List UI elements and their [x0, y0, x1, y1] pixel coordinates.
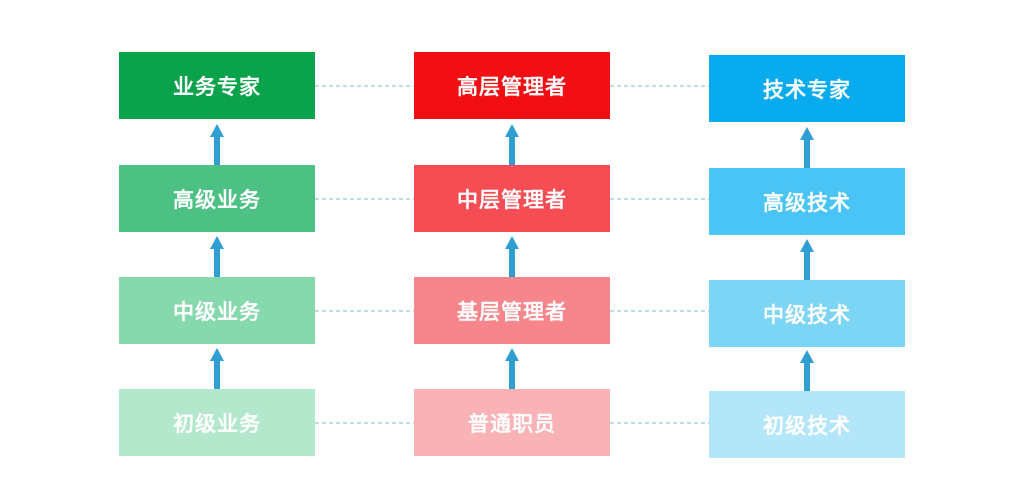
up-arrow-icon: [800, 127, 814, 168]
up-arrow-icon: [800, 350, 814, 391]
node-middle-manager: 中层管理者: [414, 165, 610, 232]
up-arrow-icon: [210, 348, 224, 389]
up-arrow-icon: [505, 124, 519, 165]
node-mid-business: 中级业务: [119, 277, 315, 344]
node-staff: 普通职员: [414, 389, 610, 456]
up-arrow-icon: [505, 236, 519, 277]
up-arrow-icon: [210, 124, 224, 165]
node-business-expert: 业务专家: [119, 52, 315, 119]
up-arrow-icon: [505, 348, 519, 389]
node-senior-technical: 高级技术: [709, 168, 905, 235]
node-junior-technical: 初级技术: [709, 391, 905, 458]
up-arrow-icon: [210, 236, 224, 277]
node-frontline-manager: 基层管理者: [414, 277, 610, 344]
node-senior-business: 高级业务: [119, 165, 315, 232]
node-technical-expert: 技术专家: [709, 55, 905, 122]
up-arrow-icon: [800, 239, 814, 280]
node-senior-manager: 高层管理者: [414, 52, 610, 119]
node-mid-technical: 中级技术: [709, 280, 905, 347]
node-junior-business: 初级业务: [119, 389, 315, 456]
